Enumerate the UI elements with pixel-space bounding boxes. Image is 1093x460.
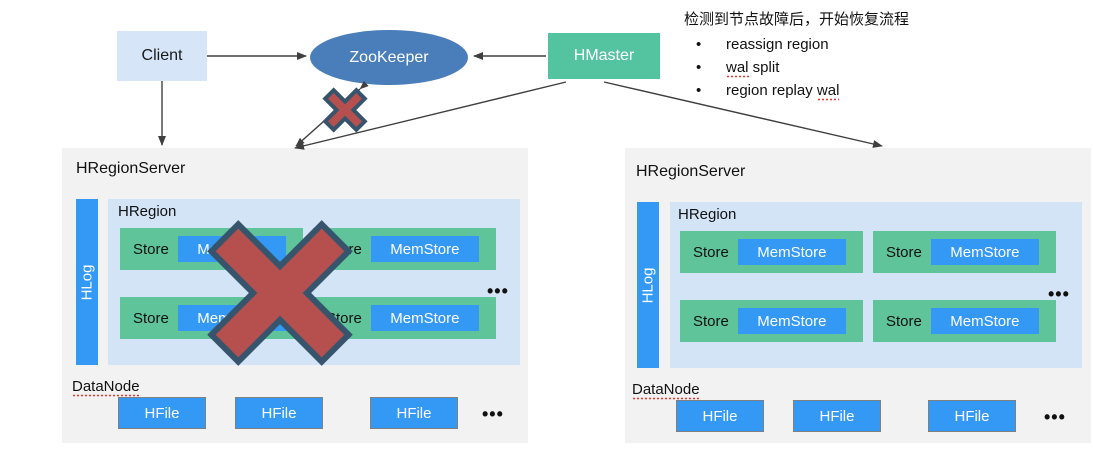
recovery-note-title: 检测到节点故障后，开始恢复流程: [684, 11, 910, 28]
memstore-box[interactable]: MemStore: [930, 239, 1039, 265]
recovery-step-text: split: [748, 59, 780, 76]
memstore-box[interactable]: MemStore: [737, 239, 846, 265]
store-label: Store: [886, 243, 922, 261]
hregion-panel[interactable]: [670, 202, 1082, 368]
memstore-box[interactable]: MemStore: [177, 236, 286, 262]
store-label: Store: [326, 309, 362, 327]
store-box[interactable]: Store MemStore: [313, 228, 496, 270]
hfile-more-ellipsis: •••: [1044, 407, 1066, 427]
recovery-step-list: reassign region wal split region replay …: [684, 33, 1084, 102]
region-server-title: HRegionServer: [76, 160, 186, 177]
recovery-step-text: reassign region: [726, 36, 829, 53]
recovery-step-text: region replay: [726, 82, 817, 99]
arrow-zookeeper-regionserver-heartbeat: [295, 80, 369, 147]
memstore-box[interactable]: MemStore: [370, 236, 479, 262]
store-box[interactable]: Store MemStore: [873, 231, 1056, 273]
recovery-step-text-misspelled: wal: [726, 59, 749, 78]
store-label: Store: [133, 309, 169, 327]
hfile-box[interactable]: HFile: [928, 400, 1016, 432]
store-box[interactable]: Store MemStore: [313, 297, 496, 339]
hlog-bar[interactable]: HLog: [76, 199, 98, 365]
hfile-box[interactable]: HFile: [793, 400, 881, 432]
hregion-more-ellipsis: •••: [1048, 284, 1070, 304]
hfile-box[interactable]: HFile: [370, 397, 458, 429]
hmaster-label: HMaster: [573, 47, 635, 64]
datanode-text: DataNode: [632, 381, 700, 400]
store-label: Store: [326, 240, 362, 258]
region-server-title: HRegionServer: [636, 163, 746, 180]
memstore-box[interactable]: MemStore: [737, 308, 846, 334]
store-box[interactable]: Store MemStore: [680, 231, 863, 273]
hregion-more-ellipsis: •••: [487, 281, 509, 301]
store-box[interactable]: Store MemStore: [680, 300, 863, 342]
store-box[interactable]: Store MemStore: [120, 297, 303, 339]
hregion-panel[interactable]: [108, 199, 520, 365]
recovery-step-text-misspelled: wal: [816, 82, 840, 101]
hfile-more-ellipsis: •••: [482, 404, 504, 424]
zookeeper-label: ZooKeeper: [349, 48, 429, 66]
store-label: Store: [133, 240, 169, 258]
hlog-label: HLog: [639, 267, 657, 303]
hfile-box[interactable]: HFile: [118, 397, 206, 429]
store-label: Store: [693, 312, 729, 330]
heartbeat-failure-cross-icon: [322, 87, 368, 133]
hlog-label: HLog: [78, 264, 96, 300]
recovery-step-item: region replay wal: [684, 79, 1084, 102]
datanode-label: DataNode: [72, 378, 140, 397]
hfile-box[interactable]: HFile: [235, 397, 323, 429]
hmaster-node[interactable]: HMaster: [548, 33, 660, 79]
hregion-label: HRegion: [678, 206, 737, 223]
store-box[interactable]: Store MemStore: [120, 228, 303, 270]
arrow-hmaster-to-regionserver-left: [294, 81, 567, 150]
memstore-box[interactable]: MemStore: [370, 305, 479, 331]
hfile-box[interactable]: HFile: [676, 400, 764, 432]
store-box[interactable]: Store MemStore: [873, 300, 1056, 342]
recovery-step-item: wal split: [684, 56, 1084, 79]
recovery-step-item: reassign region: [684, 33, 1084, 56]
hregion-label: HRegion: [118, 203, 177, 220]
memstore-box[interactable]: MemStore: [177, 305, 286, 331]
zookeeper-node[interactable]: ZooKeeper: [310, 30, 468, 85]
client-label: Client: [141, 47, 183, 64]
store-label: Store: [693, 243, 729, 261]
hlog-bar[interactable]: HLog: [637, 202, 659, 368]
store-label: Store: [886, 312, 922, 330]
memstore-box[interactable]: MemStore: [930, 308, 1039, 334]
client-node[interactable]: Client: [117, 31, 207, 81]
recovery-note: 检测到节点故障后，开始恢复流程 reassign region wal spli…: [684, 8, 1084, 102]
datanode-label: DataNode: [632, 381, 700, 400]
datanode-text: DataNode: [72, 378, 140, 397]
